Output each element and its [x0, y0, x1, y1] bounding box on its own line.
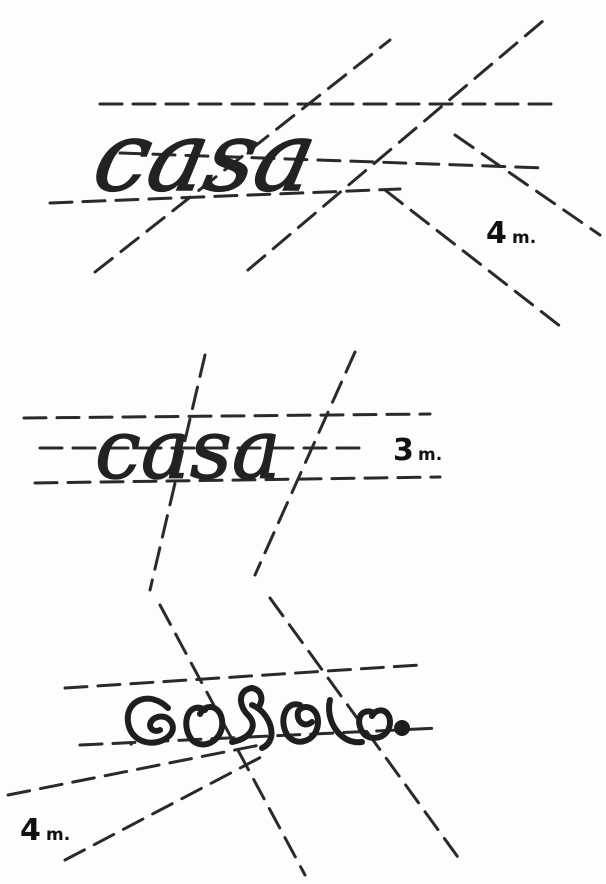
word-casa-2: casa: [95, 403, 281, 498]
slant-line: [65, 755, 265, 860]
word-casa-3-loops: [128, 688, 407, 748]
slant-line: [8, 745, 260, 795]
distance-unit-3: m.: [46, 825, 70, 845]
slant-line: [455, 135, 600, 235]
example-3: casa 4 m.: [8, 598, 460, 875]
distance-unit-2: m.: [418, 445, 442, 465]
example-1: casa 4 m.: [50, 15, 600, 330]
example-2: casa 3 m.: [24, 352, 442, 590]
slant-line: [385, 190, 565, 330]
distance-number-3: 4: [20, 813, 41, 848]
guide-line: [65, 665, 420, 688]
distance-number-2: 3: [393, 433, 414, 468]
word-casa-1: casa: [85, 101, 326, 213]
distance-number-1: 4: [486, 216, 507, 251]
word-casa-3: casa: [130, 744, 133, 746]
distance-unit-1: m.: [512, 228, 536, 248]
